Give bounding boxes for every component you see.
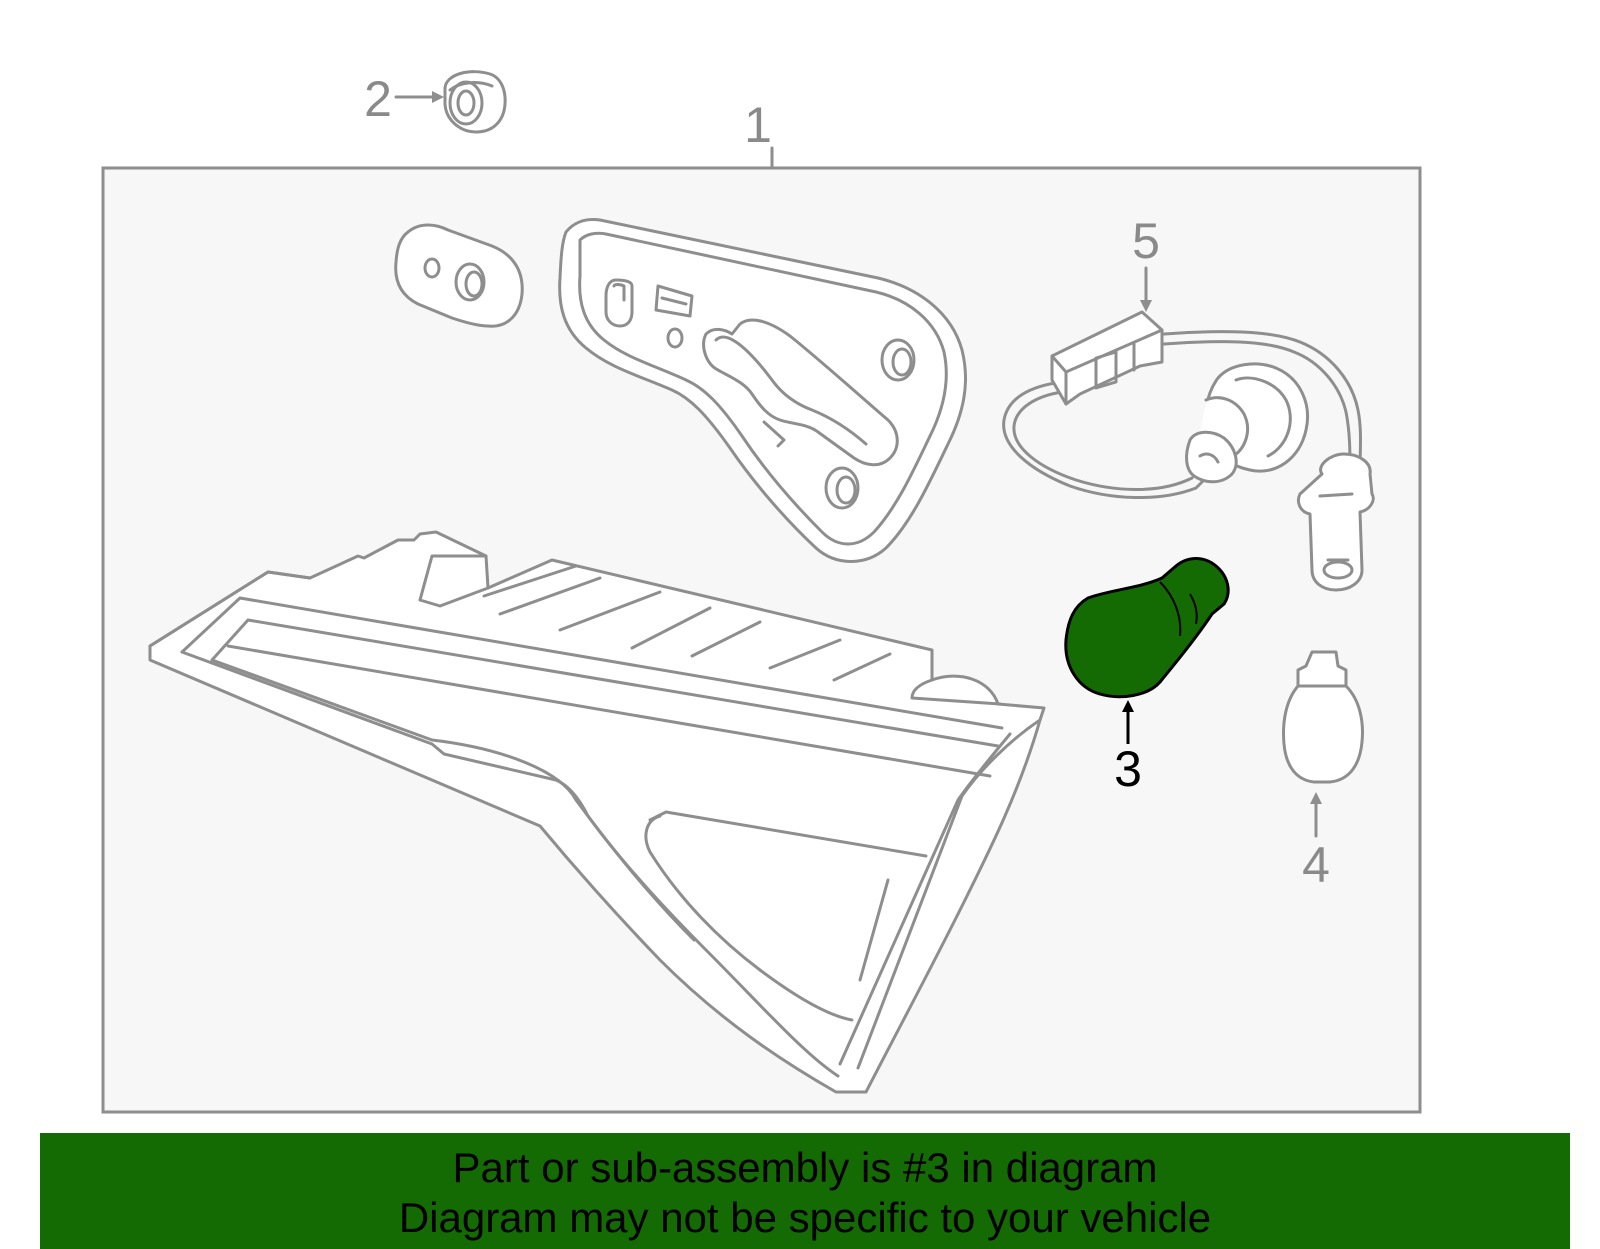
gasket-bracket [394, 223, 524, 328]
banner-line-1: Part or sub-assembly is #3 in diagram [452, 1144, 1158, 1191]
callout-4-label: 4 [1302, 837, 1330, 893]
callout-4[interactable]: 4 [1302, 792, 1330, 893]
part-3-bulb[interactable] [1064, 557, 1230, 699]
callout-3-label: 3 [1114, 741, 1142, 797]
lamp-housing [148, 530, 1046, 1094]
parts-diagram: 1 2 [101, 70, 1422, 1114]
callout-2-label: 2 [364, 71, 392, 127]
part-3-bulb-shape [1064, 557, 1230, 699]
callout-1-label: 1 [744, 97, 772, 153]
part-4-wedge-bulb[interactable] [1282, 650, 1364, 784]
callout-5-label: 5 [1132, 213, 1160, 269]
callout-3[interactable]: 3 [1114, 700, 1142, 797]
banner-line-2: Diagram may not be specific to your vehi… [398, 1194, 1212, 1241]
callout-1[interactable]: 1 [744, 97, 774, 170]
callout-5[interactable]: 5 [1132, 213, 1160, 312]
info-banner: Part or sub-assembly is #3 in diagram Di… [40, 1133, 1570, 1249]
part-2-nut[interactable] [443, 70, 507, 134]
mounting-plate [558, 218, 968, 563]
part-5-socket-harness[interactable] [1002, 310, 1375, 592]
callout-2[interactable]: 2 [364, 71, 444, 127]
